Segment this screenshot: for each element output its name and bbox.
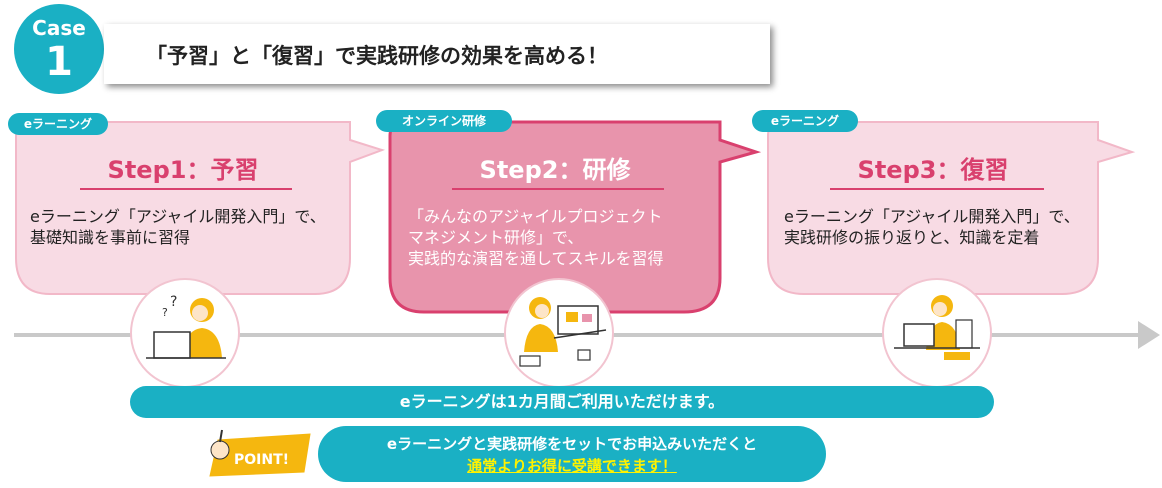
step3-desc-line2: 実践研修の振り返りと、知識を定着 xyxy=(784,228,1040,247)
step2-illustration xyxy=(504,278,614,388)
step1-desc-line2: 基礎知識を事前に習得 xyxy=(30,228,191,247)
step1-title: Step1：予習 xyxy=(107,156,259,184)
step2-tag: オンライン研修 xyxy=(376,110,512,132)
svg-text:?: ? xyxy=(170,294,177,310)
person-online-training-icon xyxy=(519,297,607,367)
case-label: Case xyxy=(32,16,86,40)
point-line1: eラーニングと実践研修をセットでお申込みいただくと xyxy=(386,435,758,453)
point-box: eラーニングと実践研修をセットでお申込みいただくと 通常よりお得に受講できます！ xyxy=(318,426,826,482)
person-review-study-icon xyxy=(894,295,980,360)
point-badge: POINT! xyxy=(209,429,311,477)
step1-rule xyxy=(80,188,292,190)
case-badge: Case 1 xyxy=(14,4,104,94)
step2-title: Step2：研修 xyxy=(479,156,631,184)
step2-desc-line1: 「みんなのアジャイルプロジェクト xyxy=(408,207,663,226)
step2-rule xyxy=(452,188,664,190)
step1-illustration: ? ? xyxy=(130,278,240,388)
step1-tag: eラーニング xyxy=(8,113,108,135)
step3-tag: eラーニング xyxy=(752,110,858,132)
step3-desc-line1: eラーニング「アジャイル開発入門」で、 xyxy=(784,207,1080,226)
case-number: 1 xyxy=(45,39,73,85)
person-laptop-question-icon: ? ? xyxy=(146,294,226,359)
page-title: 「予習」と「復習」で実践研修の効果を高める！ xyxy=(146,44,608,68)
step3-illustration xyxy=(882,278,992,388)
svg-text:?: ? xyxy=(162,306,168,319)
step3-rule xyxy=(830,188,1044,190)
info-bar: eラーニングは1カ月間ご利用いただけます。 xyxy=(130,386,994,418)
title-box: 「予習」と「復習」で実践研修の効果を高める！ xyxy=(104,24,770,84)
step3-title: Step3：復習 xyxy=(857,156,1009,184)
pointing-hand-icon xyxy=(219,429,223,443)
step2-desc-line2: マネジメント研修」で、 xyxy=(408,228,584,247)
point-badge-label: POINT! xyxy=(234,452,289,468)
timeline-arrow-icon xyxy=(1138,321,1160,349)
point-line2: 通常よりお得に受講できます！ xyxy=(467,457,677,475)
step2-desc-line3: 実践的な演習を通してスキルを習得 xyxy=(408,249,664,268)
step1-desc-line1: eラーニング「アジャイル開発入門」で、 xyxy=(30,207,326,226)
